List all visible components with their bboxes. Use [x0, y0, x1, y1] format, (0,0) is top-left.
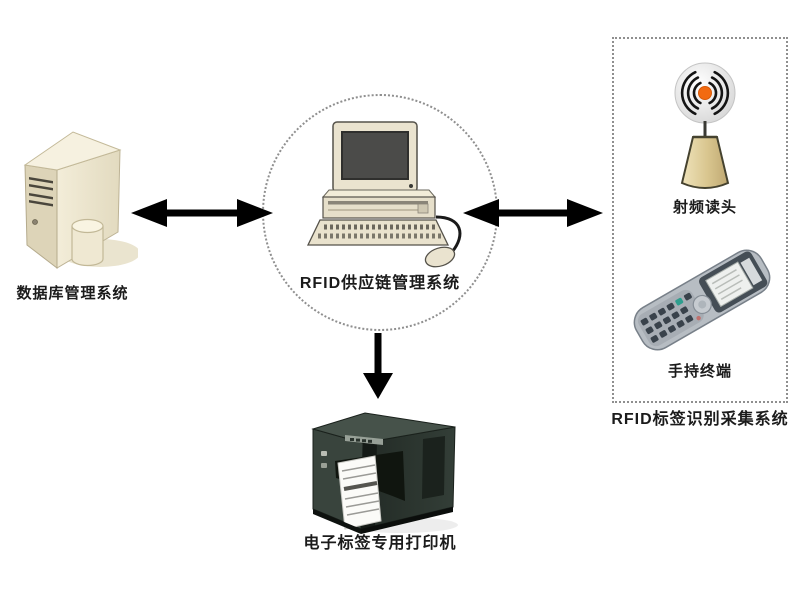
arrow-scm-printer-down	[363, 333, 393, 399]
rf-antenna-icon	[674, 62, 736, 189]
database-server-icon	[23, 131, 138, 270]
arrow-database-scm-bidirectional	[131, 199, 273, 227]
arrow-scm-collection-bidirectional	[463, 199, 603, 227]
desktop-computer-icon	[306, 121, 462, 268]
label-printer-label: 电子标签专用打印机	[303, 535, 457, 552]
database-system-label: 数据库管理系统	[16, 285, 129, 302]
handheld-terminal-icon	[633, 249, 771, 351]
label-printer-icon	[311, 412, 458, 534]
handheld-terminal-label: 手持终端	[667, 363, 732, 380]
collection-system-boundary	[612, 37, 788, 403]
rf-reader-label: 射频读头	[672, 199, 737, 216]
collection-system-label: RFID标签识别采集系统	[611, 411, 789, 428]
scm-system-label: RFID供应链管理系统	[299, 275, 461, 292]
